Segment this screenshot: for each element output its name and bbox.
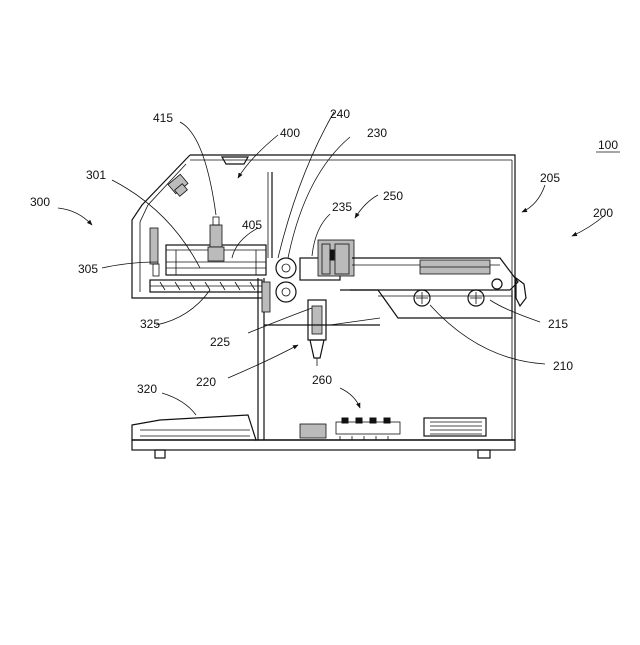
- ref-215: 215: [548, 317, 568, 331]
- device-housing: [132, 155, 515, 440]
- ref-320: 320: [137, 382, 157, 396]
- ref-240: 240: [330, 107, 350, 121]
- ref-230: 230: [367, 126, 387, 140]
- gantry-rail: [340, 258, 526, 318]
- upper-pulley: [276, 258, 296, 278]
- rail-knob: [492, 279, 502, 289]
- ref-415: 415: [153, 111, 173, 125]
- center-mechanism: [258, 240, 380, 440]
- ref-210: 210: [553, 359, 573, 373]
- ref-205: 205: [540, 171, 560, 185]
- ref-225: 225: [210, 335, 230, 349]
- ref-260: 260: [312, 373, 332, 387]
- ref-200: 200: [593, 206, 613, 220]
- lower-pulley: [276, 282, 296, 302]
- base-assembly: [132, 415, 515, 458]
- ref-250: 250: [383, 189, 403, 203]
- front-clip: [150, 228, 158, 264]
- control-board: [336, 422, 400, 434]
- ref-300: 300: [30, 195, 50, 209]
- ref-235: 235: [332, 200, 352, 214]
- ref-405: 405: [242, 218, 262, 232]
- ref-301: 301: [86, 168, 106, 182]
- connector-block: [300, 424, 326, 438]
- ref-220: 220: [196, 375, 216, 389]
- ref-400: 400: [280, 126, 300, 140]
- power-supply: [424, 418, 486, 436]
- ref-325: 325: [140, 317, 160, 331]
- ref-305: 305: [78, 262, 98, 276]
- figure-ref-label: 100: [598, 138, 618, 152]
